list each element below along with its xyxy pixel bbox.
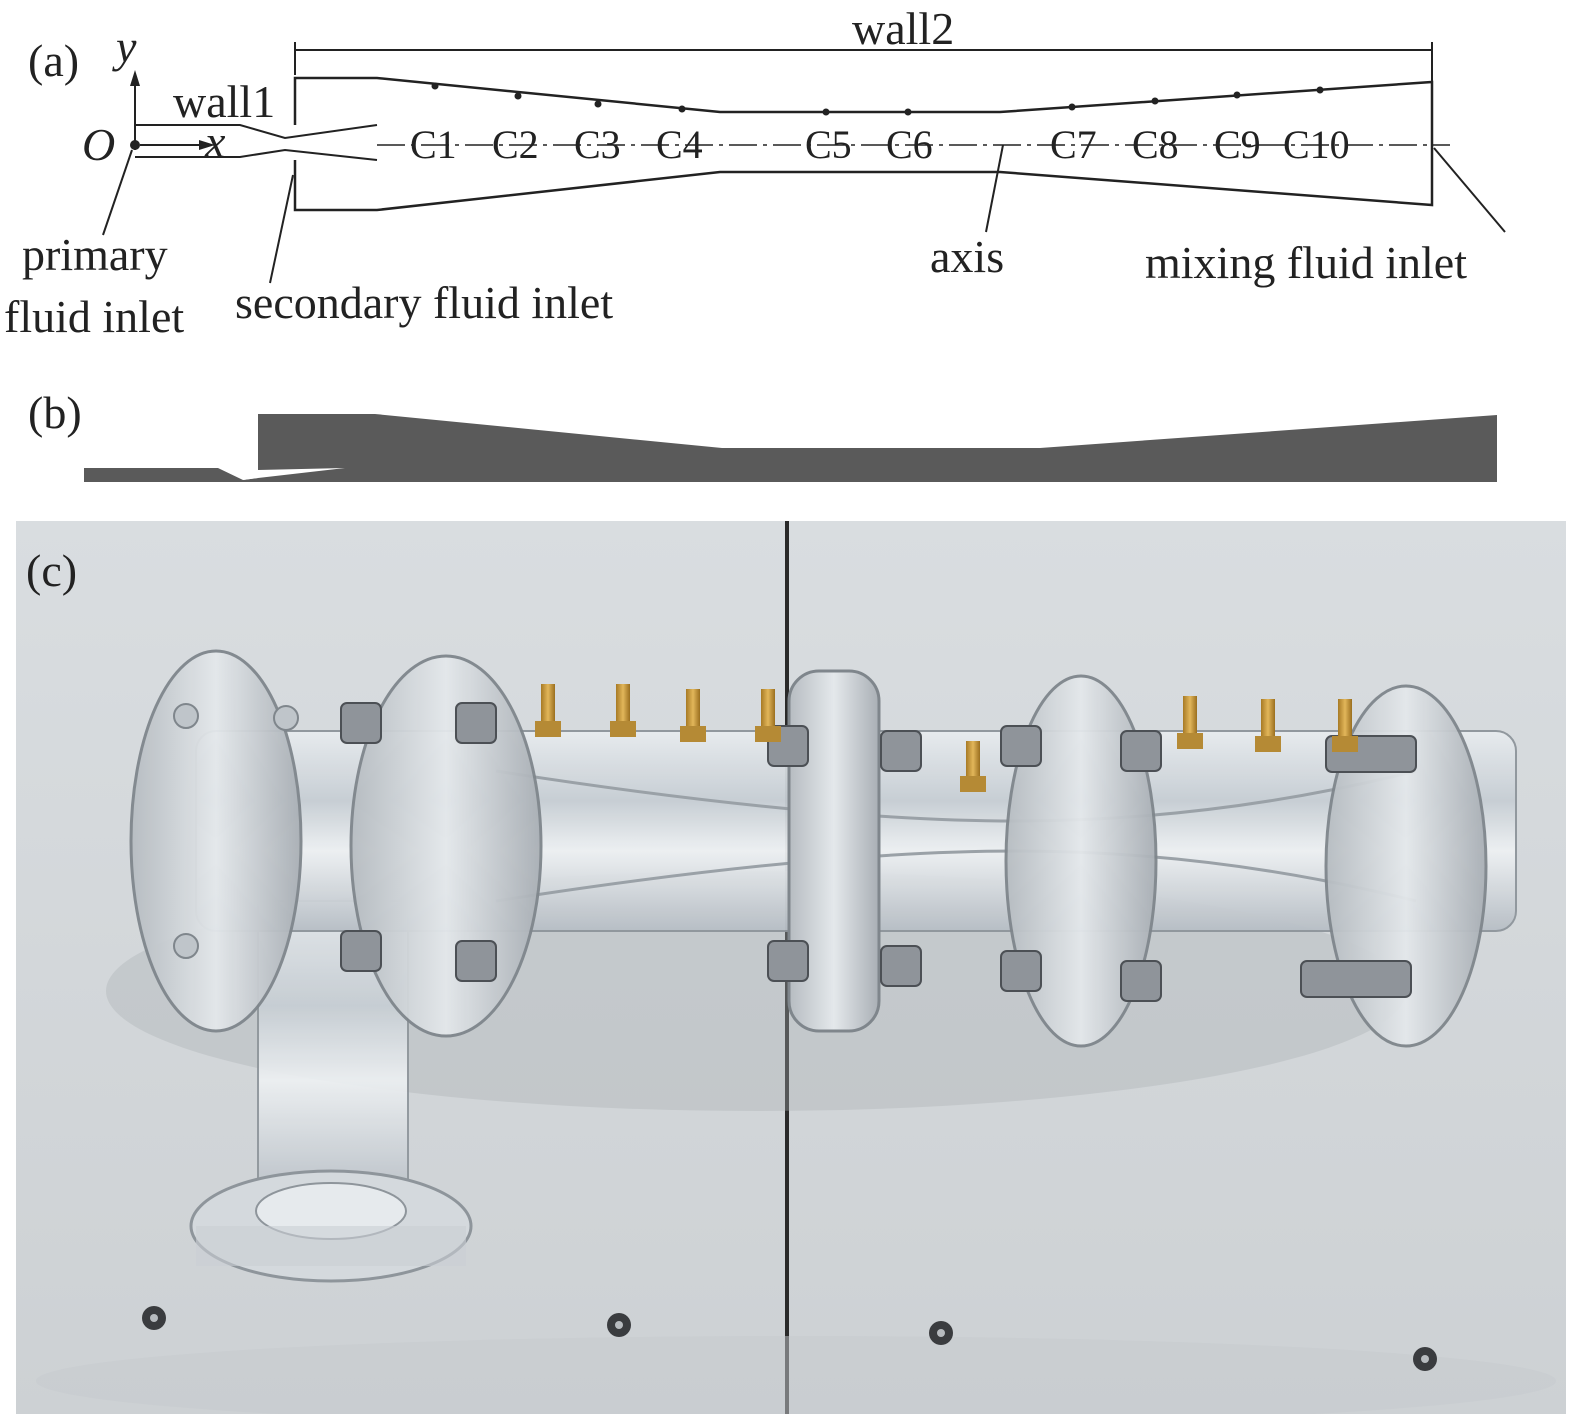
- origin-label: O: [82, 119, 115, 170]
- flange-bolt-hole: [173, 703, 199, 729]
- panel-c-tag: (c): [26, 545, 77, 596]
- computational-domain-svg: (b): [28, 387, 1497, 482]
- pressure-tap: [541, 684, 555, 729]
- c6-dot: [904, 108, 912, 116]
- c4-dot: [678, 105, 686, 113]
- board-screw-center: [937, 1329, 945, 1337]
- c6-label: C6: [886, 122, 933, 167]
- x-axis-arrowhead: [199, 140, 215, 150]
- pressure-tap-hex: [960, 776, 986, 792]
- c5-dot: [822, 108, 830, 116]
- board-screw-center: [1421, 1355, 1429, 1363]
- bolt-nut: [455, 940, 497, 982]
- c4-label: C4: [656, 122, 703, 167]
- bolt-nut: [1000, 950, 1042, 992]
- pressure-tap: [616, 684, 630, 729]
- pressure-tap-hex: [755, 726, 781, 742]
- geometry-schematic-svg: (a) y O x wall1 wall2: [4, 3, 1506, 342]
- bolts: [173, 702, 1417, 1002]
- primary-inlet-label-line1: primary: [22, 229, 168, 280]
- pressure-tap: [1261, 699, 1275, 744]
- pressure-tap-hex: [535, 721, 561, 737]
- bolt-nut: [1120, 730, 1162, 772]
- flange-bolt-hole: [273, 705, 299, 731]
- pressure-tap-hex: [1255, 736, 1281, 752]
- bolt-nut: [340, 702, 382, 744]
- pressure-tap: [1338, 699, 1352, 744]
- c8-label: C8: [1132, 122, 1179, 167]
- origin-point: [130, 140, 140, 150]
- bolt-nut: [1120, 960, 1162, 1002]
- c7-label: C7: [1050, 122, 1097, 167]
- wall2-label: wall2: [852, 3, 954, 54]
- primary-inlet-leader: [102, 149, 133, 236]
- measurement-point-dots: [431, 82, 1324, 116]
- c9-label: C9: [1214, 122, 1261, 167]
- c9-dot: [1233, 91, 1241, 99]
- primary-inlet-label-line2: fluid inlet: [4, 291, 184, 342]
- secondary-inlet-label: secondary fluid inlet: [235, 277, 613, 328]
- flanges: [129, 649, 1488, 1048]
- left-end-flange: [129, 649, 303, 1033]
- c2-label: C2: [492, 122, 539, 167]
- wall1-lower: [135, 148, 378, 161]
- bolt-nut: [340, 930, 382, 972]
- flange-bolt-hole: [173, 933, 199, 959]
- board-shading: [36, 1336, 1556, 1419]
- board-screw-center: [615, 1321, 623, 1329]
- bolt-nut: [767, 940, 809, 982]
- axis-leader: [985, 144, 1004, 233]
- mixing-inlet-label: mixing fluid inlet: [1145, 237, 1467, 288]
- apparatus-photo-svg: (c): [16, 521, 1566, 1419]
- wall1-upper: [135, 124, 378, 140]
- middle-flange: [787, 669, 881, 1033]
- panel-a-tag: (a): [28, 35, 79, 86]
- panel-b-tag: (b): [28, 387, 82, 438]
- apparatus-photo-panel: (c): [16, 521, 1566, 1419]
- nozzle-gap: [243, 468, 345, 480]
- bolt-nut: [455, 702, 497, 744]
- c10-dot: [1316, 86, 1324, 94]
- domain-mesh-shape: [84, 414, 1497, 482]
- pressure-tap-hex: [610, 721, 636, 737]
- c3-label: C3: [574, 122, 621, 167]
- outlet-flange: [1324, 684, 1488, 1048]
- mixing-inlet-leader: [1433, 147, 1506, 233]
- pressure-tap: [686, 689, 700, 734]
- c1-label: C1: [410, 122, 457, 167]
- pressure-tap: [966, 741, 980, 786]
- bolt-nut: [880, 945, 922, 987]
- secondary-inlet-leader: [269, 174, 294, 284]
- wall2-outline: [293, 76, 1434, 212]
- x-axis-label: x: [204, 116, 226, 167]
- y-axis-label: y: [112, 21, 137, 72]
- board-screws: [142, 1306, 1437, 1371]
- c10-label: C10: [1283, 122, 1350, 167]
- pressure-tap: [1183, 696, 1197, 741]
- computational-domain-panel: (b): [0, 380, 1575, 500]
- pressure-tap-hex: [680, 726, 706, 742]
- pressure-tap: [761, 689, 775, 734]
- geometry-schematic-panel: (a) y O x wall1 wall2: [0, 0, 1575, 350]
- diffuser-flange: [1004, 674, 1158, 1048]
- c5-label: C5: [805, 122, 852, 167]
- pressure-tap-hex: [1332, 736, 1358, 752]
- c2-dot: [514, 92, 522, 100]
- base-flange-edge: [196, 1226, 466, 1266]
- pressure-taps: [535, 684, 1358, 792]
- axis-label: axis: [930, 231, 1004, 282]
- c8-dot: [1151, 97, 1159, 105]
- c3-dot: [594, 100, 602, 108]
- bolt-nut: [880, 730, 922, 772]
- pressure-tap-hex: [1177, 733, 1203, 749]
- y-axis-arrowhead: [130, 70, 140, 86]
- wall1-label: wall1: [173, 76, 275, 127]
- measurement-point-labels: C1 C2 C3 C4 C5 C6 C7 C8 C9 C10: [410, 122, 1350, 167]
- threaded-rod: [1300, 960, 1412, 998]
- bolt-nut: [1000, 725, 1042, 767]
- board-screw-center: [150, 1314, 158, 1322]
- c1-dot: [431, 82, 439, 90]
- c7-dot: [1068, 103, 1076, 111]
